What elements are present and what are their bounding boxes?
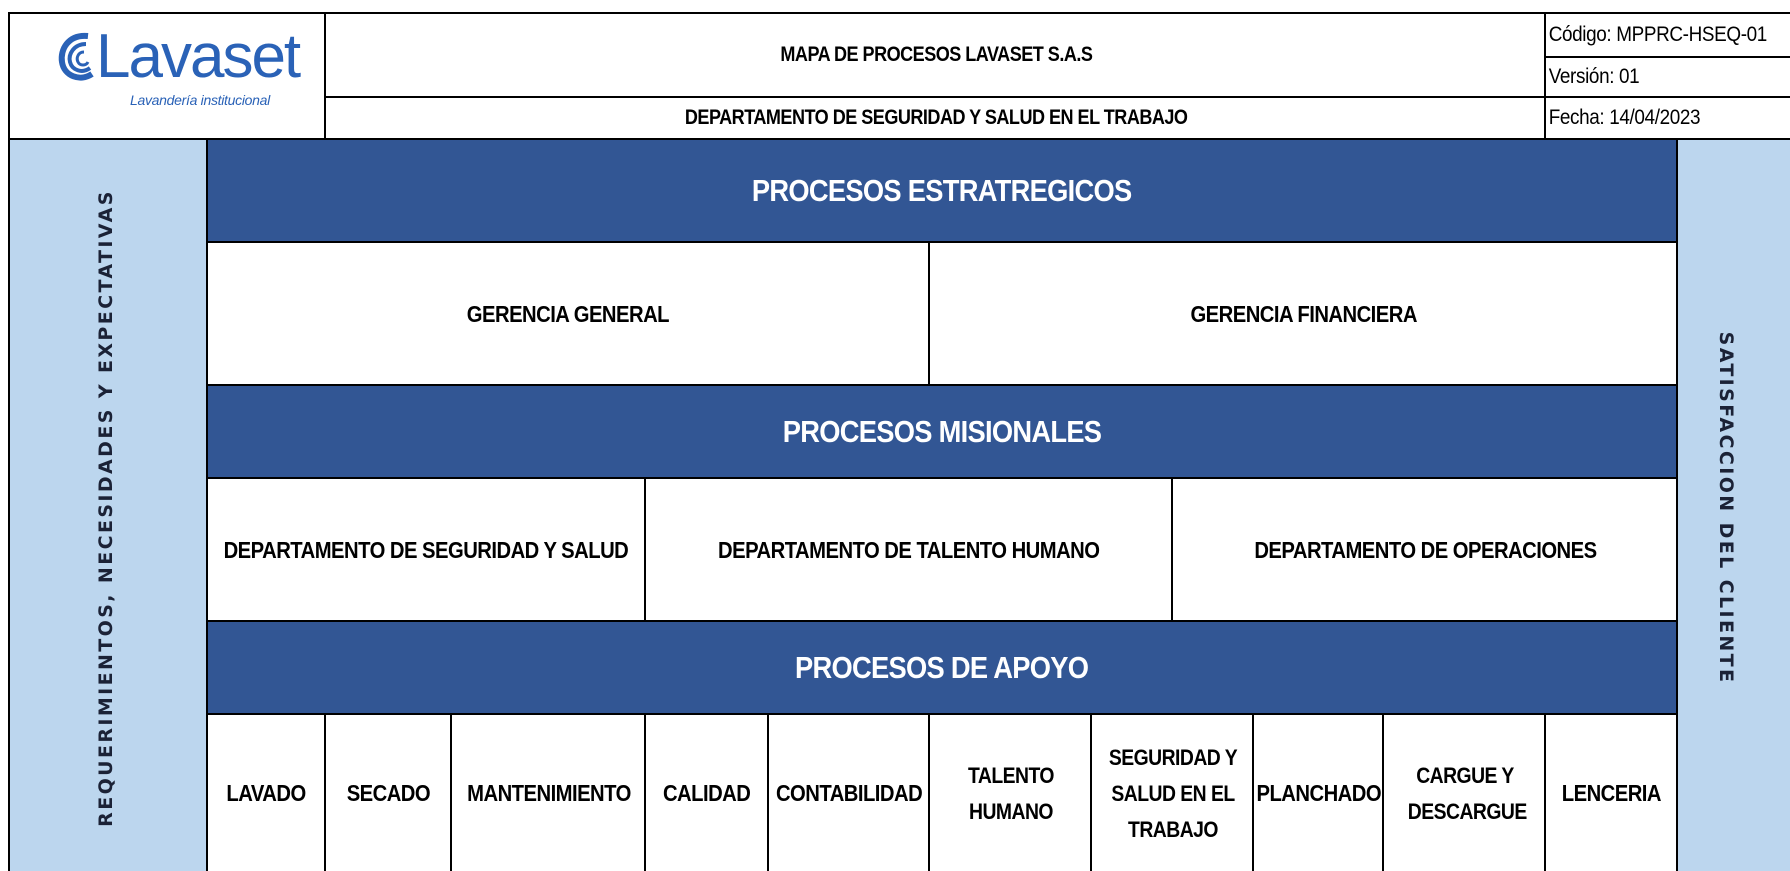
document-subtitle-cell: DEPARTAMENTO DE SEGURIDAD Y SALUD EN EL … bbox=[326, 98, 1546, 138]
box-label: GERENCIA GENERAL bbox=[466, 300, 670, 327]
document-code: Código: MPPRC-HSEQ-01 bbox=[1548, 23, 1768, 46]
box-label: TALENTO HUMANO bbox=[967, 762, 1054, 824]
grid-line bbox=[206, 477, 1678, 479]
box-label: PLANCHADO bbox=[1256, 780, 1381, 806]
grid-line bbox=[767, 713, 769, 871]
fecha-cell: Fecha: 14/04/2023 bbox=[1546, 98, 1790, 138]
box-label: CONTABILIDAD bbox=[775, 780, 923, 806]
document-title: MAPA DE PROCESOS LAVASET S.A.S bbox=[780, 43, 1093, 66]
grid-line bbox=[324, 12, 326, 140]
box-lavado: LAVADO bbox=[208, 716, 324, 871]
logo-swirl-icon bbox=[58, 32, 94, 81]
grid-line bbox=[928, 241, 930, 386]
left-side-panel: REQUERIMIENTOS, NECESIDADES Y EXPECTATIV… bbox=[10, 140, 206, 871]
right-side-panel: SATISFACCION DEL CLIENTE bbox=[1678, 140, 1790, 871]
grid-line bbox=[8, 138, 1790, 140]
box-label: CARGUE Y DESCARGUE bbox=[1407, 762, 1527, 824]
band-misionales-title: PROCESOS MISIONALES bbox=[782, 413, 1102, 449]
grid-line bbox=[8, 12, 10, 871]
grid-line bbox=[206, 620, 1678, 622]
box-depto-talento: DEPARTAMENTO DE TALENTO HUMANO bbox=[647, 480, 1171, 620]
box-label: CALIDAD bbox=[663, 780, 751, 806]
band-estrategicos-title: PROCESOS ESTRATREGICOS bbox=[752, 172, 1132, 208]
box-cargue-descargue: CARGUE Y DESCARGUE bbox=[1385, 716, 1544, 871]
box-planchado: PLANCHADO bbox=[1255, 716, 1382, 871]
band-apoyo-title: PROCESOS DE APOYO bbox=[795, 649, 1089, 685]
band-estrategicos: PROCESOS ESTRATREGICOS bbox=[208, 140, 1676, 241]
box-secado: SECADO bbox=[327, 716, 450, 871]
grid-line bbox=[450, 713, 452, 871]
grid-line bbox=[1544, 12, 1546, 140]
grid-line bbox=[644, 477, 646, 622]
grid-line bbox=[644, 713, 646, 871]
grid-line bbox=[1544, 713, 1546, 871]
box-label: MANTENIMIENTO bbox=[466, 780, 631, 806]
band-misionales: PROCESOS MISIONALES bbox=[208, 386, 1676, 477]
box-label: GERENCIA FINANCIERA bbox=[1190, 300, 1417, 327]
box-label: SEGURIDAD Y SALUD EN EL TRABAJO bbox=[1108, 744, 1237, 842]
document-subtitle: DEPARTAMENTO DE SEGURIDAD Y SALUD EN EL … bbox=[684, 106, 1188, 129]
grid-line bbox=[206, 713, 1678, 715]
box-contabilidad: CONTABILIDAD bbox=[770, 716, 928, 871]
box-label: SECADO bbox=[346, 780, 431, 806]
box-calidad: CALIDAD bbox=[647, 716, 767, 871]
document-title-cell: MAPA DE PROCESOS LAVASET S.A.S bbox=[326, 14, 1546, 96]
box-label: LENCERIA bbox=[1561, 780, 1662, 806]
document-date: Fecha: 14/04/2023 bbox=[1548, 106, 1701, 129]
box-lenceria: LENCERIA bbox=[1547, 716, 1676, 871]
version-cell: Versión: 01 bbox=[1546, 58, 1790, 96]
grid-line bbox=[1676, 138, 1678, 871]
grid-line bbox=[1171, 477, 1173, 622]
left-side-label: REQUERIMIENTOS, NECESIDADES Y EXPECTATIV… bbox=[95, 189, 117, 827]
grid-line bbox=[206, 241, 1678, 243]
box-label: DEPARTAMENTO DE SEGURIDAD Y SALUD bbox=[223, 536, 629, 563]
box-depto-operaciones: DEPARTAMENTO DE OPERACIONES bbox=[1174, 480, 1676, 620]
grid-line bbox=[1544, 56, 1790, 58]
box-talento-humano: TALENTO HUMANO bbox=[931, 716, 1090, 871]
box-label: DEPARTAMENTO DE TALENTO HUMANO bbox=[718, 536, 1100, 563]
box-gerencia-general: GERENCIA GENERAL bbox=[208, 244, 928, 384]
logo-tagline: Lavandería institucional bbox=[130, 92, 270, 108]
grid-line bbox=[206, 138, 208, 871]
band-apoyo: PROCESOS DE APOYO bbox=[208, 622, 1676, 713]
grid-line bbox=[1382, 713, 1384, 871]
grid-line bbox=[324, 713, 326, 871]
grid-line bbox=[206, 384, 1678, 386]
codigo-cell: Código: MPPRC-HSEQ-01 bbox=[1546, 14, 1790, 56]
box-label: LAVADO bbox=[226, 780, 306, 806]
box-depto-seguridad: DEPARTAMENTO DE SEGURIDAD Y SALUD bbox=[208, 480, 644, 620]
box-gerencia-financiera: GERENCIA FINANCIERA bbox=[931, 244, 1676, 384]
box-seguridad-salud-trabajo: SEGURIDAD Y SALUD EN EL TRABAJO bbox=[1093, 716, 1252, 871]
box-mantenimiento: MANTENIMIENTO bbox=[453, 716, 644, 871]
document-version: Versión: 01 bbox=[1548, 65, 1640, 88]
grid-line bbox=[928, 713, 930, 871]
grid-line bbox=[8, 12, 1790, 14]
logo-wordmark: Lavaset bbox=[96, 22, 301, 91]
box-label: DEPARTAMENTO DE OPERACIONES bbox=[1253, 536, 1597, 563]
company-logo: Lavaset Lavandería institucional bbox=[58, 22, 301, 114]
right-side-label: SATISFACCION DEL CLIENTE bbox=[1715, 331, 1737, 685]
grid-line bbox=[1252, 713, 1254, 871]
grid-line bbox=[1090, 713, 1092, 871]
grid-line bbox=[324, 96, 1790, 98]
